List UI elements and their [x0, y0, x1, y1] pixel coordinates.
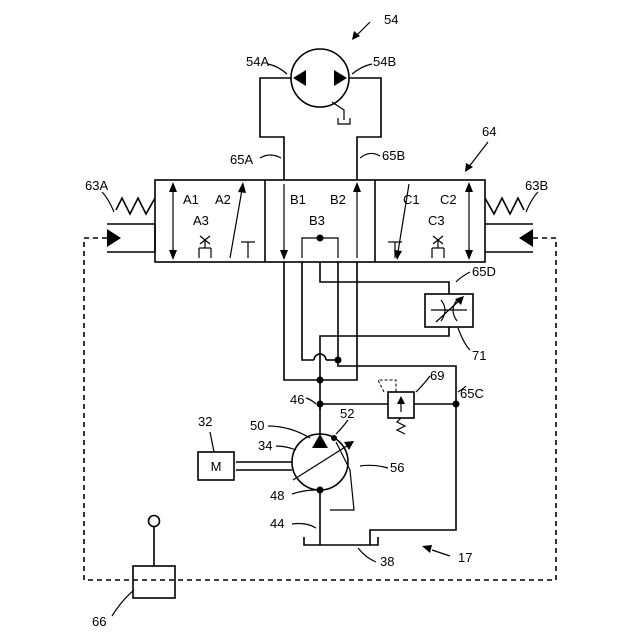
throttle-71 — [425, 294, 473, 327]
label-C2: C2 — [440, 192, 457, 207]
label-66: 66 — [92, 614, 106, 629]
motor-letter: M — [211, 459, 222, 474]
label-A2: A2 — [215, 192, 231, 207]
label-63A: 63A — [85, 178, 108, 193]
actuator-63B — [485, 198, 533, 252]
joystick-knob — [149, 516, 160, 527]
label-64: 64 — [482, 124, 496, 139]
label-54A: 54A — [246, 54, 269, 69]
label-63B: 63B — [525, 178, 548, 193]
label-B1: B1 — [290, 192, 306, 207]
label-50: 50 — [250, 418, 264, 433]
label-44: 44 — [270, 516, 284, 531]
pump-outlet-triangle — [312, 434, 328, 448]
label-71: 71 — [472, 348, 486, 363]
label-B3: B3 — [309, 213, 325, 228]
label-B2: B2 — [330, 192, 346, 207]
tank-38 — [304, 537, 378, 545]
leader-54 — [356, 22, 370, 36]
label-32: 32 — [198, 414, 212, 429]
label-54: 54 — [384, 12, 398, 27]
label-54B: 54B — [373, 54, 396, 69]
label-46: 46 — [290, 392, 304, 407]
motor-port-a-triangle — [293, 70, 306, 86]
motor-port-b-triangle — [334, 70, 347, 86]
label-17: 17 — [458, 550, 472, 565]
label-65B: 65B — [382, 148, 405, 163]
label-52: 52 — [340, 406, 354, 421]
label-C1: C1 — [403, 192, 420, 207]
label-69: 69 — [430, 368, 444, 383]
label-48: 48 — [270, 488, 284, 503]
label-A1: A1 — [183, 192, 199, 207]
controller-66 — [133, 516, 175, 599]
label-A3: A3 — [193, 213, 209, 228]
relief-valve-69 — [378, 380, 414, 434]
label-65D: 65D — [472, 264, 496, 279]
piping — [284, 262, 460, 545]
label-34: 34 — [258, 438, 272, 453]
label-56: 56 — [390, 460, 404, 475]
label-C3: C3 — [428, 213, 445, 228]
label-38: 38 — [380, 554, 394, 569]
label-65A: 65A — [230, 152, 253, 167]
actuator-63A — [107, 198, 155, 252]
hydraulic-motor-54 — [260, 49, 381, 180]
